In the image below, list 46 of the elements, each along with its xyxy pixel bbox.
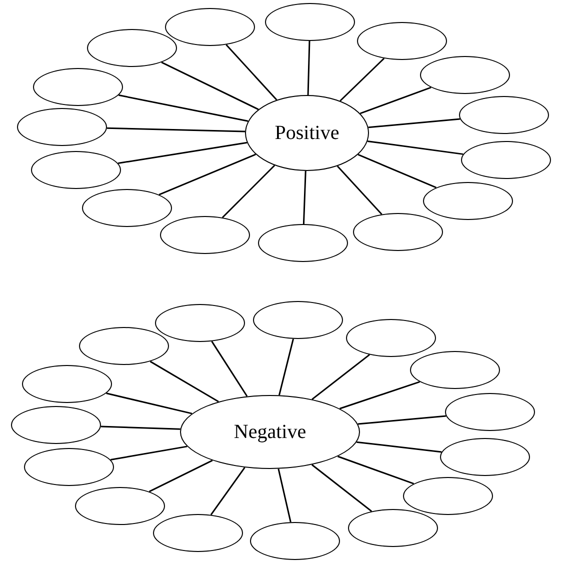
empty-ellipse <box>420 56 510 94</box>
connector-line <box>307 40 310 96</box>
connector-line <box>311 464 372 512</box>
empty-ellipse <box>153 514 243 552</box>
empty-ellipse <box>265 3 355 41</box>
connector-line <box>340 58 385 102</box>
empty-ellipse <box>253 301 343 339</box>
connector-line <box>118 142 248 164</box>
connector-line <box>340 381 420 410</box>
empty-ellipse <box>346 319 436 357</box>
connector-line <box>148 460 213 492</box>
connector-line <box>336 166 382 215</box>
connector-line <box>278 338 294 396</box>
connector-line <box>110 446 188 460</box>
empty-ellipse <box>403 477 493 515</box>
topic-label: Positive <box>274 123 340 143</box>
connector-line <box>312 354 370 400</box>
empty-ellipse <box>82 189 172 227</box>
connector-line <box>106 392 192 414</box>
connector-line <box>358 415 446 425</box>
connector-line <box>278 468 292 522</box>
connector-line <box>302 170 306 224</box>
empty-ellipse <box>79 327 169 365</box>
connector-line <box>368 118 460 128</box>
empty-ellipse <box>357 22 447 60</box>
connector-line <box>211 340 248 397</box>
topic-label: Negative <box>234 422 306 442</box>
connector-line <box>150 360 219 402</box>
connector-line <box>222 164 276 218</box>
empty-ellipse <box>75 487 165 525</box>
connector-line <box>360 86 432 114</box>
connector-line <box>367 140 464 155</box>
connector-line <box>158 154 256 196</box>
connector-line <box>161 62 259 110</box>
connector-line <box>358 154 436 188</box>
empty-ellipse <box>160 216 250 254</box>
connector-line <box>210 467 246 516</box>
connector-line <box>356 441 442 453</box>
empty-ellipse <box>155 304 245 342</box>
connector-line <box>106 127 246 132</box>
connector-line <box>226 44 278 100</box>
connector-line <box>118 94 248 122</box>
connector-line <box>100 426 180 430</box>
empty-ellipse <box>410 351 500 389</box>
empty-ellipse <box>423 182 513 220</box>
connector-line <box>338 456 414 484</box>
